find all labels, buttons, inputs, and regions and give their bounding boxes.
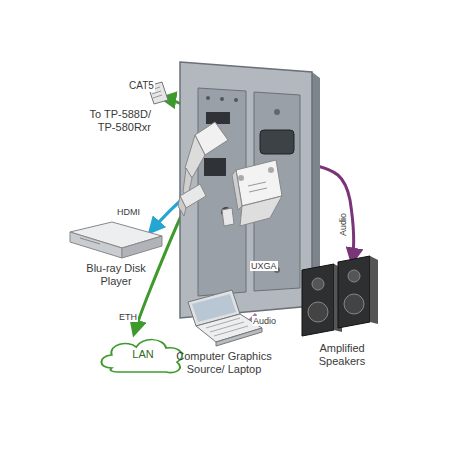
caption-text: Computer Graphics Source/ Laptop [174, 350, 274, 376]
hdmi-plug [183, 112, 230, 196]
signal-label: Audio [252, 316, 277, 326]
signal-label: UXGA [250, 261, 278, 271]
device-caption: Computer Graphics Source/ Laptop [174, 350, 274, 376]
cable-label: CAT5 [128, 80, 155, 92]
destination-label: To TP-588D/ TP-580Rxr [70, 108, 152, 133]
signal-label: HDMI [116, 207, 141, 217]
device-caption: Amplified Speakers [302, 342, 382, 368]
lan-cloud: LAN [98, 334, 188, 376]
laptop [188, 290, 262, 346]
wall-plate [180, 62, 320, 318]
signal-label: Audio [338, 212, 348, 237]
signal-label: ETH [118, 312, 138, 322]
audio-plug [222, 208, 234, 226]
caption-text: Amplified Speakers [302, 342, 382, 368]
ethernet-jack [178, 158, 226, 216]
caption-text: Blu-ray Disk Player [76, 262, 156, 288]
bluray-player [70, 222, 162, 258]
vga-plug [232, 160, 282, 226]
device-caption: Blu-ray Disk Player [76, 262, 156, 288]
caption-text: LAN [98, 348, 188, 361]
speakers [302, 256, 378, 336]
